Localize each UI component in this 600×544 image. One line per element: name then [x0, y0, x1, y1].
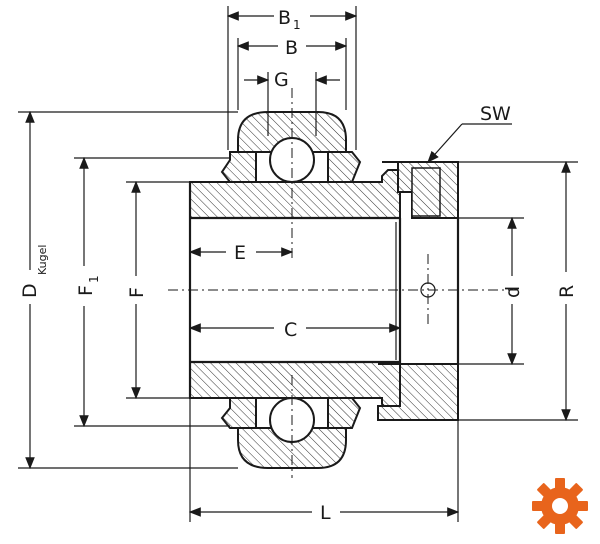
seal-left-lower: [220, 397, 257, 429]
set-screw: [411, 167, 441, 217]
label-sw: SW: [480, 103, 511, 125]
label-f1-sub: 1: [87, 275, 101, 283]
label-f1: F: [75, 285, 97, 296]
locking-collar-lower: [377, 363, 459, 421]
label-l: L: [320, 502, 331, 524]
seal-right-upper: [327, 151, 362, 183]
seal-left-upper: [220, 151, 257, 183]
center-lines: [168, 88, 520, 478]
gear-icon: [532, 478, 588, 534]
outer-ring-lower: [237, 427, 347, 469]
label-d-outer: D: [19, 283, 41, 298]
label-b: B: [285, 37, 298, 59]
label-c: C: [284, 319, 297, 341]
dimension-lines: [25, 11, 571, 517]
label-kugel: Kugel: [36, 245, 49, 275]
label-b1-sub: 1: [293, 18, 301, 32]
label-g: G: [274, 69, 289, 91]
label-b1: B: [278, 7, 291, 29]
label-d-bore: d: [502, 286, 524, 298]
dimension-labels: B 1 B G SW D Kugel F 1 F E C d R L: [19, 7, 578, 524]
label-e: E: [234, 242, 246, 264]
label-r: R: [556, 285, 578, 298]
seal-right-lower: [327, 397, 362, 429]
label-f: F: [126, 287, 148, 298]
